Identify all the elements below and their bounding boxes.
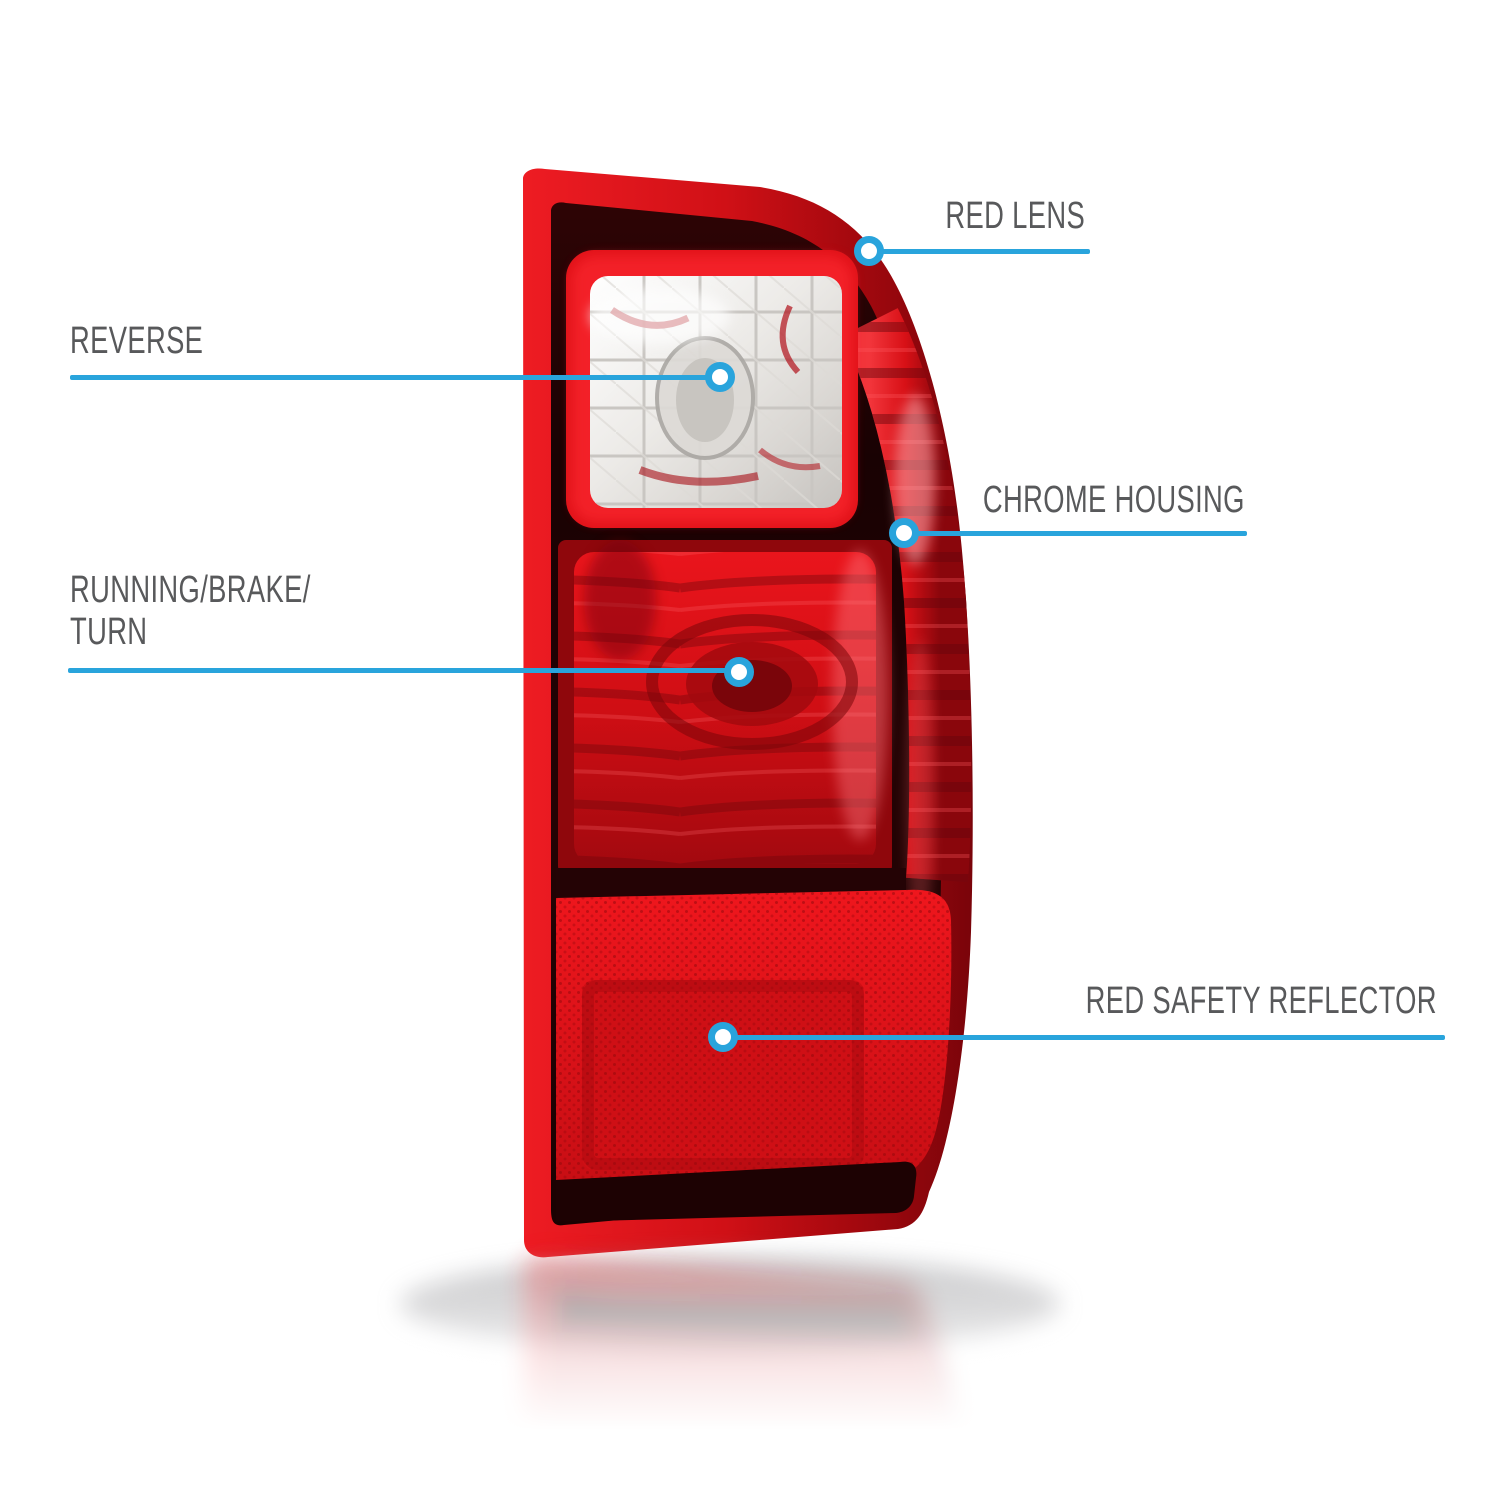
callout-label-reverse: REVERSE	[70, 320, 204, 362]
tail-light	[523, 168, 973, 1258]
callout-marker-running-brake-turn	[724, 657, 754, 687]
callout-label-chrome-housing: CHROME HOUSING	[983, 479, 1245, 521]
lower-shadow-band	[556, 1161, 917, 1222]
callout-marker-red-lens	[854, 236, 884, 266]
callout-label-red-safety-reflector: RED SAFETY REFLECTOR	[1085, 980, 1437, 1022]
red-safety-reflector-section	[556, 889, 952, 1214]
callout-line-running-brake-turn	[68, 668, 739, 673]
callout-line-red-safety-reflector	[723, 1035, 1445, 1040]
callout-label-red-lens: RED LENS	[945, 195, 1085, 237]
side-lens-band	[842, 308, 972, 940]
callout-line-reverse	[70, 375, 720, 380]
callout-marker-reverse	[705, 362, 735, 392]
callout-label-running-brake-turn: RUNNING/BRAKE/ TURN	[70, 569, 311, 653]
reflection-fade	[340, 1250, 1180, 1500]
reverse-light-section	[566, 250, 858, 528]
callout-marker-red-safety-reflector	[708, 1022, 738, 1052]
running-brake-turn-section	[558, 540, 892, 874]
callout-line-chrome-housing	[904, 531, 1247, 536]
callout-marker-chrome-housing	[889, 518, 919, 548]
callout-line-red-lens	[869, 249, 1090, 254]
